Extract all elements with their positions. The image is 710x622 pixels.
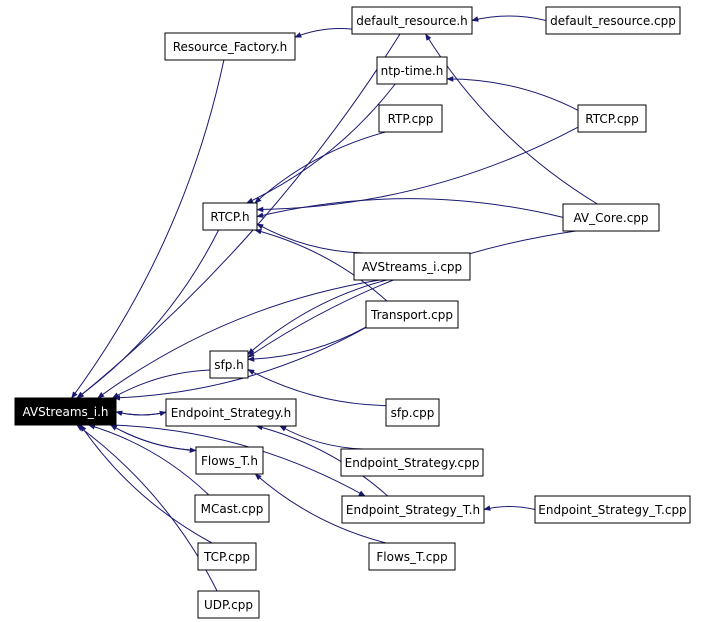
nodes-layer: AVStreams_i.h Resource_Factory.h default_r… [14, 6, 691, 619]
node-endpoint-strategy-h[interactable]: Endpoint_Strategy.h [165, 398, 297, 427]
edge-ntp_time_h-to-rtcp_h [246, 83, 396, 204]
node-flows-t-h[interactable]: Flows_T.h [195, 446, 264, 475]
edge-default_resource_h-to-resource_factory_h [294, 28, 353, 38]
node-label: Endpoint_Strategy.cpp [345, 456, 480, 470]
node-tcp-cpp[interactable]: TCP.cpp [197, 542, 257, 571]
node-box[interactable] [351, 6, 473, 35]
node-sfp-h[interactable]: sfp.h [209, 350, 249, 379]
node-rtp-cpp[interactable]: RTP.cpp [378, 104, 443, 133]
edge-endpoint_strategy_t_h-to-endpoint_strategy_h [255, 424, 389, 497]
node-box[interactable] [165, 398, 297, 427]
node-label: Endpoint_Strategy_T.h [346, 503, 480, 517]
node-label: Flows_T.h [201, 454, 258, 468]
edge-rtp_cpp-to-rtcp_h [254, 131, 386, 204]
node-box[interactable] [164, 32, 296, 61]
node-box[interactable] [365, 300, 459, 329]
edge-mcast_cpp-to-avstreams_i_h [88, 424, 210, 496]
node-box[interactable] [14, 397, 117, 426]
node-box[interactable] [378, 104, 443, 133]
node-box[interactable] [376, 56, 448, 85]
node-label: sfp.cpp [391, 406, 435, 420]
node-box[interactable] [562, 203, 660, 232]
node-box[interactable] [194, 494, 270, 523]
node-flows-t-cpp[interactable]: Flows_T.cpp [368, 542, 456, 571]
edge-flows_t_cpp-to-flows_t_h [254, 473, 387, 544]
node-endpoint-strategy-t-h[interactable]: Endpoint_Strategy_T.h [341, 495, 485, 524]
node-label: Transport.cpp [370, 308, 453, 322]
edge-avstreams_i_cpp-to-rtcp_h [256, 223, 363, 254]
node-label: AVStreams_i.h [22, 405, 108, 419]
node-label: default_resource.h [356, 14, 468, 28]
node-label: Resource_Factory.h [173, 40, 288, 54]
node-box[interactable] [353, 252, 471, 281]
node-box[interactable] [195, 446, 264, 475]
node-label: Endpoint_Strategy_T.cpp [538, 503, 686, 517]
edge-avstreams_i_cpp-to-avstreams_i_h [97, 279, 380, 399]
edges-layer [71, 15, 598, 592]
node-label: default_resource.cpp [550, 14, 676, 28]
node-udp-cpp[interactable]: UDP.cpp [197, 590, 260, 619]
node-box[interactable] [340, 448, 484, 477]
node-avstreams-i-h[interactable]: AVStreams_i.h [14, 397, 117, 426]
node-label: sfp.h [214, 358, 244, 372]
node-endpoint-strategy-t-cpp[interactable]: Endpoint_Strategy_T.cpp [534, 495, 691, 524]
node-box[interactable] [202, 202, 258, 231]
edge-rtcp_h-to-avstreams_i_h [76, 229, 220, 399]
node-label: UDP.cpp [204, 598, 253, 612]
node-rtcp-cpp[interactable]: RTCP.cpp [577, 104, 647, 133]
edge-transport_cpp-to-rtcp_h [254, 228, 388, 302]
node-label: ntp-time.h [381, 64, 444, 78]
node-box[interactable] [197, 590, 260, 619]
edge-av_core_cpp-to-rtcp_h [256, 198, 564, 218]
edge-avstreams_i_h-to-flows_t_h [110, 424, 197, 453]
node-box[interactable] [209, 350, 249, 379]
edge-rtcp_cpp-to-ntp_time_h [446, 76, 579, 111]
node-transport-cpp[interactable]: Transport.cpp [365, 300, 459, 329]
edge-tcp_cpp-to-avstreams_i_h [80, 424, 213, 544]
node-mcast-cpp[interactable]: MCast.cpp [194, 494, 270, 523]
node-label: AV_Core.cpp [573, 211, 648, 225]
node-label: RTCP.h [210, 210, 249, 224]
edge-av_core_cpp-to-default_resource_h [425, 33, 598, 205]
edge-sfp_cpp-to-sfp_h [247, 369, 387, 407]
node-endpoint-strategy-cpp[interactable]: Endpoint_Strategy.cpp [340, 448, 484, 477]
node-box[interactable] [577, 104, 647, 133]
node-box[interactable] [385, 398, 440, 427]
edge-avstreams_i_h-to-endpoint_strategy_t_h [113, 424, 366, 497]
node-default-resource-h[interactable]: default_resource.h [351, 6, 473, 35]
edge-avstreams_i_cpp-to-sfp_h [247, 279, 387, 355]
node-label: Flows_T.cpp [376, 550, 447, 564]
edge-av_core_cpp-to-sfp_h [247, 230, 576, 358]
node-label: TCP.cpp [203, 550, 250, 564]
node-default-resource-cpp[interactable]: default_resource.cpp [545, 6, 681, 35]
edge-avstreams_i_h-to-endpoint_strategy_h [115, 410, 167, 417]
node-label: Endpoint_Strategy.h [171, 406, 292, 420]
edge-transport_cpp-to-sfp_h [247, 326, 367, 362]
node-box[interactable] [368, 542, 456, 571]
edge-endpoint_strategy_t_cpp-to-endpoint_strategy_t_h [483, 505, 536, 511]
node-label: AVStreams_i.cpp [362, 260, 462, 274]
edge-resource_factory_h-to-avstreams_i_h [71, 59, 225, 399]
edge-default_resource_cpp-to-default_resource_h [471, 15, 547, 22]
node-sfp-cpp[interactable]: sfp.cpp [385, 398, 440, 427]
node-label: RTP.cpp [388, 112, 434, 126]
node-label: MCast.cpp [201, 502, 264, 516]
node-ntp-time-h[interactable]: ntp-time.h [376, 56, 448, 85]
node-label: RTCP.cpp [585, 112, 638, 126]
edge-sfp_h-to-avstreams_i_h [111, 369, 211, 399]
node-box[interactable] [341, 495, 485, 524]
node-box[interactable] [534, 495, 691, 524]
node-resource-factory-h[interactable]: Resource_Factory.h [164, 32, 296, 61]
node-box[interactable] [197, 542, 257, 571]
node-av-core-cpp[interactable]: AV_Core.cpp [562, 203, 660, 232]
node-rtcp-h[interactable]: RTCP.h [202, 202, 258, 231]
node-box[interactable] [545, 6, 681, 35]
node-avstreams-i-cpp[interactable]: AVStreams_i.cpp [353, 252, 471, 281]
